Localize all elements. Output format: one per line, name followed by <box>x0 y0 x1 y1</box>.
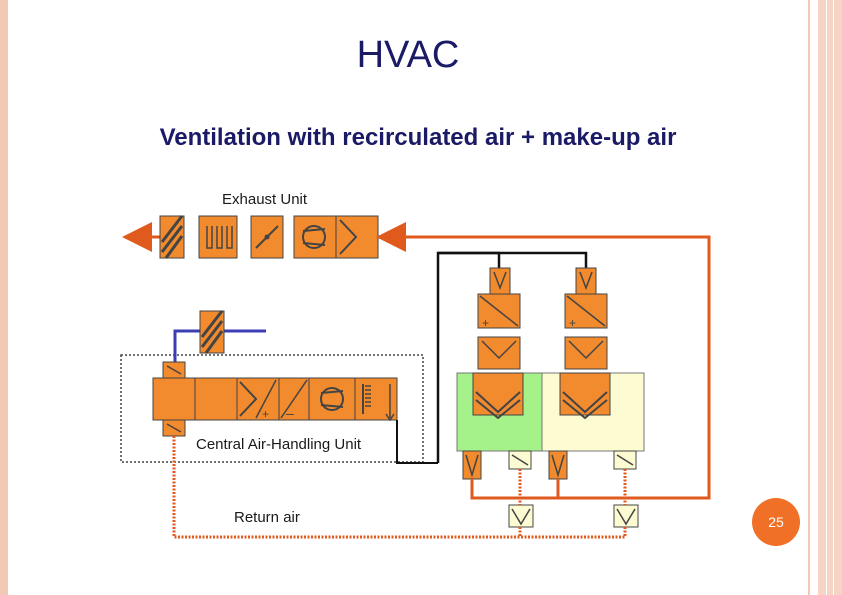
supply-line <box>436 251 588 463</box>
svg-text:–: – <box>286 405 294 421</box>
slide-border-right-line <box>808 0 810 595</box>
slide-border-right-stripe <box>826 0 827 595</box>
page-number-badge: 25 <box>752 498 800 546</box>
slide-border-right-stripe <box>833 0 834 595</box>
exhaust-fan <box>293 215 337 259</box>
ahu-boundary <box>120 354 424 463</box>
svg-text:+: + <box>262 407 269 421</box>
slide-border-right-band <box>818 0 842 595</box>
svg-text:+: + <box>482 316 489 330</box>
mixing-box <box>152 377 196 421</box>
room-exhaust-terminals <box>462 450 637 480</box>
exhaust-collector-duct <box>470 450 711 500</box>
slide-subtitle: Ventilation with recirculated air + make… <box>159 124 677 151</box>
exhaust-silencer <box>198 215 238 259</box>
zone-terminal-1: + <box>472 267 524 420</box>
svg-text:+: + <box>569 316 576 330</box>
zone-terminal-2: + <box>559 267 611 420</box>
ahu-section <box>194 377 238 421</box>
slide-title: HVAC <box>356 34 460 76</box>
makeup-air-intake <box>173 310 266 365</box>
central-ahu: + – <box>152 361 398 437</box>
exhaust-unit-label: Exhaust Unit <box>222 191 308 208</box>
ahu-label: Central Air-Handling Unit <box>196 436 362 453</box>
exhaust-unit <box>122 215 711 450</box>
return-air-label: Return air <box>234 509 300 526</box>
slide-border-left <box>0 0 8 595</box>
return-air-duct <box>172 436 639 539</box>
ahu-fan <box>308 377 356 421</box>
